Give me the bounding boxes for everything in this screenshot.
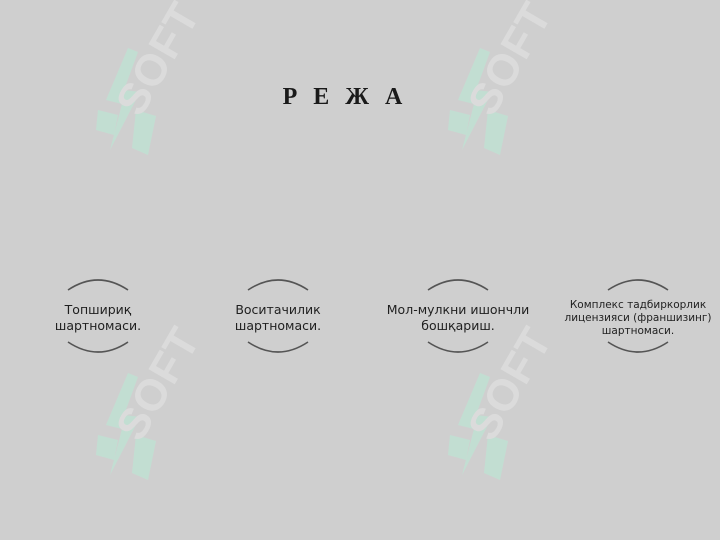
plan-item-2: Воситачилик шартномаси. [198,276,358,356]
plan-item-label: Мол-мулкни ишончли бошқариш. [386,302,530,333]
plan-item-label: Топшириқ шартномаси. [54,302,142,333]
watermark-logo-icon [448,373,508,480]
plan-item-1: Топшириқ шартномаси. [18,276,178,356]
plan-item-label: Комплекс тадбиркорлик лицензияси (франши… [564,298,712,337]
watermark-bottom-right: SOFT [440,319,600,515]
arc-decoration-icon [247,279,309,353]
arc-decoration-icon [607,279,669,353]
slide-title: Р Е Ж А [282,84,408,110]
watermark-bottom-left: SOFT [88,319,248,515]
watermark-top-right: SOFT [440,0,600,190]
arc-decoration-icon [67,279,129,353]
watermark-logo-icon [448,48,508,155]
watermark-top-left: SOFT [88,0,248,190]
plan-item-3: Мол-мулкни ишончли бошқариш. [378,276,538,356]
plan-item-label: Воситачилик шартномаси. [234,302,322,333]
plan-item-4: Комплекс тадбиркорлик лицензияси (франши… [558,276,718,356]
watermark-logo-icon [96,373,156,480]
watermark-logo-icon [96,48,156,155]
arc-decoration-icon [427,279,489,353]
